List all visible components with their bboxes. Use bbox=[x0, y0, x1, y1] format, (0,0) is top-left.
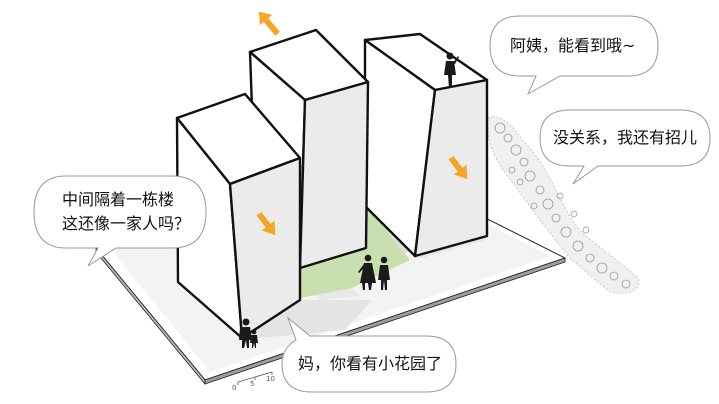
scale-label-0: 0 bbox=[232, 384, 237, 392]
bubble-no-problem bbox=[539, 109, 711, 185]
arrow-icon bbox=[256, 11, 468, 236]
bubble-mom-garden bbox=[281, 316, 457, 393]
bubble-auntie bbox=[489, 15, 659, 96]
bubble-separated bbox=[33, 175, 207, 267]
tree-cluster-icon bbox=[487, 116, 640, 294]
scale-label-10: 10 bbox=[266, 375, 275, 383]
person-icon bbox=[239, 52, 459, 348]
bubble-text-mom-garden: 妈，你看有小花园了 bbox=[298, 354, 443, 373]
bubble-text-no-problem: 没关系，我还有招儿 bbox=[553, 128, 698, 147]
building-right bbox=[363, 32, 489, 258]
building-left bbox=[175, 92, 302, 340]
scale-bar bbox=[237, 371, 273, 385]
scale-label-5: 5 bbox=[250, 380, 255, 388]
bubble-text-separated-line1: 中间隔着一栋楼 bbox=[62, 190, 175, 209]
bubble-text-auntie: 阿姨，能看到哦~ bbox=[510, 36, 636, 55]
speech-bubble-icon bbox=[33, 15, 711, 393]
bubble-text-separated-line2: 这还像一家人吗？ bbox=[62, 214, 191, 233]
